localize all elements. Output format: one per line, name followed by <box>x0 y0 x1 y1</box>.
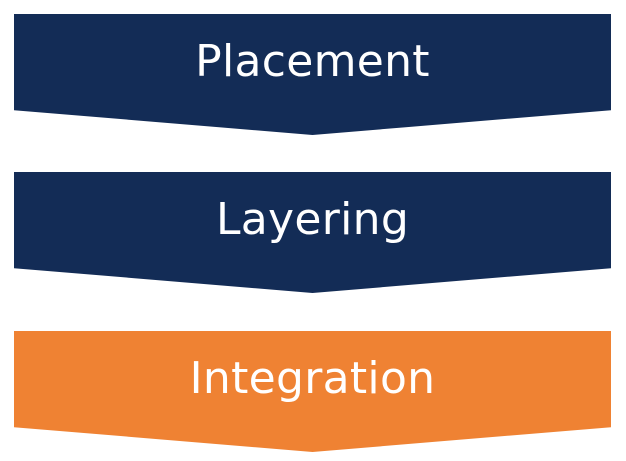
step-layering-chevron: Layering <box>14 172 611 293</box>
step-integration-chevron: Integration <box>14 331 611 452</box>
step-layering-label: Layering <box>215 194 410 245</box>
step-placement-label: Placement <box>195 36 430 87</box>
step-integration-label: Integration <box>189 353 436 404</box>
step-placement-chevron: Placement <box>14 14 611 135</box>
